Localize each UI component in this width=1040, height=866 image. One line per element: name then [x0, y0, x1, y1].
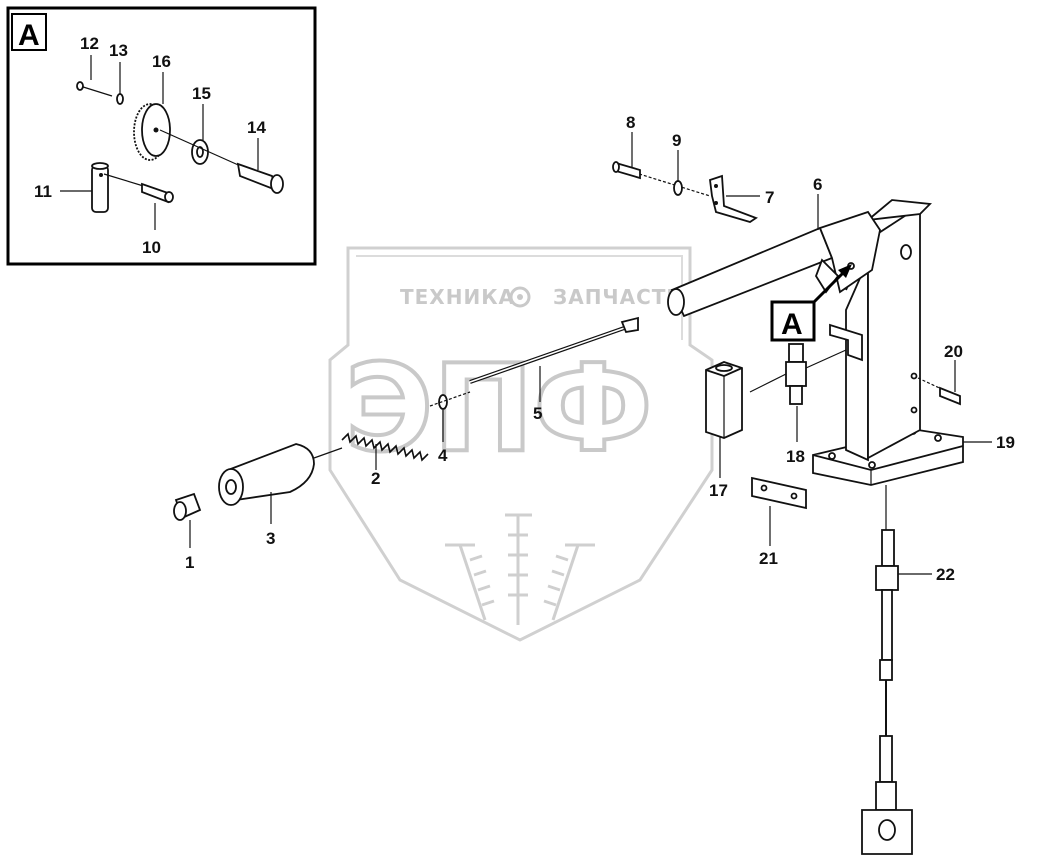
watermark-text-right: ЗАПЧАСТИ — [553, 285, 684, 309]
sleeve-11 — [91, 162, 109, 213]
plate-21 — [751, 476, 807, 510]
callout-13: 13 — [109, 41, 128, 60]
washer-4 — [438, 394, 448, 410]
callout-6: 6 — [813, 175, 822, 194]
stand-19 — [812, 199, 964, 486]
washer-9 — [673, 180, 683, 196]
block-17 — [705, 361, 743, 439]
detail-marker-label: A — [781, 308, 803, 341]
callout-15: 15 — [192, 84, 211, 103]
wheat-emblem — [445, 513, 595, 625]
callout-9: 9 — [672, 131, 681, 150]
washer-13 — [116, 93, 124, 105]
pin-14 — [236, 162, 284, 194]
callout-4: 4 — [438, 446, 448, 465]
callout-2: 2 — [371, 469, 380, 488]
callout-20: 20 — [944, 342, 963, 361]
callout-10: 10 — [142, 238, 161, 257]
lever-6 — [667, 210, 881, 318]
bolt-20 — [917, 377, 961, 406]
leader-lines — [189, 132, 992, 575]
watermark-text-left: ТЕХНИКА — [400, 285, 515, 309]
bolt-8 — [612, 161, 711, 197]
callout-8: 8 — [626, 113, 635, 132]
callout-19: 19 — [996, 433, 1015, 452]
switch-18 — [749, 343, 847, 405]
washer-15 — [191, 139, 209, 165]
detail-marker-a: A — [770, 264, 852, 342]
spring-2 — [341, 432, 429, 462]
gear-16 — [133, 103, 171, 161]
callout-18: 18 — [786, 447, 805, 466]
detail-view-a: A — [6, 6, 317, 266]
callout-22: 22 — [936, 565, 955, 584]
watermark: ТЕХНИКА ЗАПЧАСТИ ЭПФ — [328, 246, 714, 642]
bolt-12 — [76, 81, 113, 97]
gear-icon — [509, 286, 531, 308]
cap-1 — [173, 492, 202, 521]
callout-11: 11 — [34, 182, 52, 201]
detail-view-label: A — [18, 19, 40, 52]
callout-5: 5 — [533, 404, 542, 423]
cable-22 — [861, 485, 913, 855]
callout-14-gear: 16 — [152, 52, 171, 71]
callout-21: 21 — [759, 549, 778, 568]
callout-1: 1 — [185, 553, 194, 572]
rod-5 — [469, 316, 639, 384]
callout-14: 14 — [247, 118, 266, 137]
bracket-7 — [709, 174, 758, 223]
callout-17: 17 — [709, 481, 728, 500]
watermark-big-text: ЭПФ — [345, 340, 653, 479]
callout-7: 7 — [765, 188, 774, 207]
pin-10 — [141, 182, 174, 204]
callout-12: 12 — [80, 34, 99, 53]
callouts: 1 2 3 4 5 6 7 8 9 10 11 12 13 16 15 14 1… — [34, 34, 1015, 584]
handle-3 — [218, 443, 343, 506]
callout-3: 3 — [266, 529, 275, 548]
